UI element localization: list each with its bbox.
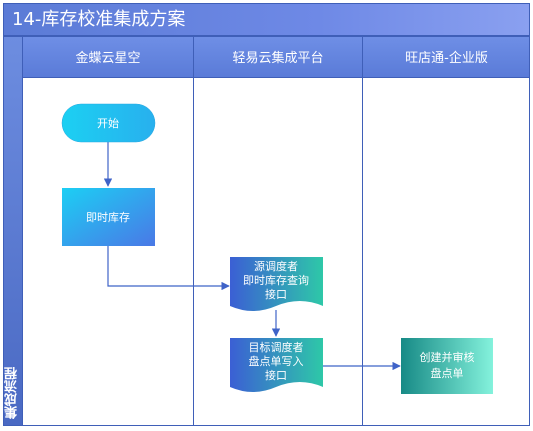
connector-inventory-to-source xyxy=(107,246,230,291)
source-query-node: 源调度者 即时库存查询 接口 xyxy=(230,257,323,311)
source-line-2: 即时库存查询 xyxy=(243,273,309,287)
target-line-1: 目标调度者 xyxy=(249,340,304,354)
lane-header-kingdee: 金蝶云星空 xyxy=(23,36,194,78)
inventory-node: 即时库存 xyxy=(62,188,155,246)
title-bar: 14-库存校准集成方案 xyxy=(3,3,530,36)
source-line-3: 接口 xyxy=(265,288,287,301)
target-line-2: 盘点单写入 xyxy=(249,354,304,368)
lane-header-wangdiantong: 旺店通-企业版 xyxy=(363,36,530,78)
source-line-1: 源调度者 xyxy=(254,259,298,273)
create-stocktake-node: 创建并审核 盘点单 xyxy=(401,338,493,394)
page-title: 14-库存校准集成方案 xyxy=(12,9,186,30)
target-write-node: 目标调度者 盘点单写入 接口 xyxy=(230,338,323,392)
create-line-2: 盘点单 xyxy=(431,366,464,380)
lane-title-kingdee: 金蝶云星空 xyxy=(75,51,141,66)
target-line-3: 接口 xyxy=(265,369,287,382)
lane-header-qeasy: 轻易云集成平台 xyxy=(194,36,363,78)
start-label: 开始 xyxy=(97,116,119,130)
lane-title-wangdiantong: 旺店通-企业版 xyxy=(405,51,488,66)
inventory-label: 即时库存 xyxy=(86,210,130,224)
lane-title-qeasy: 轻易云集成平台 xyxy=(232,51,324,66)
start-node: 开始 xyxy=(61,103,156,143)
create-line-1: 创建并审核 xyxy=(420,350,475,364)
